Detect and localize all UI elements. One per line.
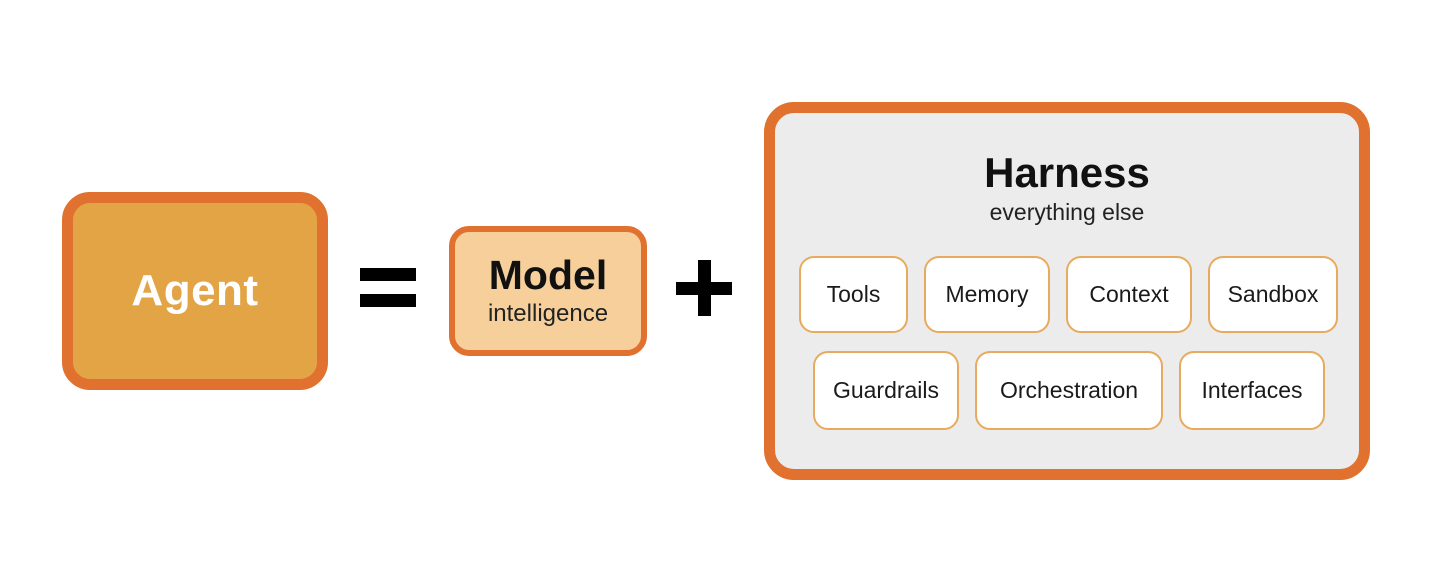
plus-sign xyxy=(672,256,736,320)
component-sandbox: Sandbox xyxy=(1208,256,1338,333)
component-guardrails: Guardrails xyxy=(813,351,959,430)
component-interfaces: Interfaces xyxy=(1179,351,1325,430)
model-box: Model intelligence xyxy=(449,226,647,356)
component-orchestration: Orchestration xyxy=(975,351,1163,430)
component-memory: Memory xyxy=(924,256,1050,333)
component-tools: Tools xyxy=(799,256,908,333)
equals-bar-bottom xyxy=(360,294,416,307)
harness-title: Harness xyxy=(984,149,1150,196)
harness-subtitle: everything else xyxy=(989,199,1145,225)
component-context: Context xyxy=(1066,256,1192,333)
model-subtitle: intelligence xyxy=(487,299,609,327)
model-title: Model xyxy=(488,252,608,299)
plus-bar-vertical xyxy=(698,260,711,316)
equals-sign xyxy=(352,246,424,326)
agent-box: Agent xyxy=(62,192,328,390)
harness-box: Harness everything else Tools Memory Con… xyxy=(764,102,1370,480)
equals-bar-top xyxy=(360,268,416,281)
agent-label: Agent xyxy=(131,266,259,315)
